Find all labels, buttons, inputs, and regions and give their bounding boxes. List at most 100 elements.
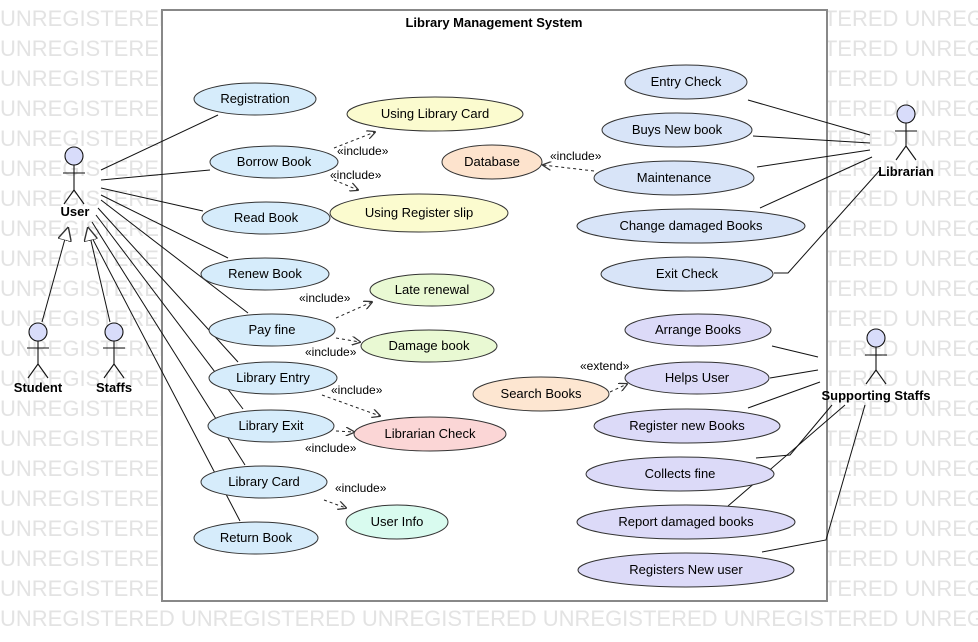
uc-using-register-slip[interactable]: Using Register slip xyxy=(329,193,509,233)
svg-text:Registers New user: Registers New user xyxy=(629,562,743,577)
svg-text:Search Books: Search Books xyxy=(501,386,582,401)
stereo-include-4: «include» xyxy=(299,291,351,305)
uc-report-damaged-books[interactable]: Report damaged books xyxy=(576,504,796,540)
actor-librarian-label: Librarian xyxy=(878,164,934,179)
svg-text:Arrange Books: Arrange Books xyxy=(655,322,741,337)
dep-entry-librarian-check xyxy=(321,394,380,416)
uc-database[interactable]: Database xyxy=(441,144,543,180)
stereo-include-3: «include» xyxy=(550,149,602,163)
svg-text:Database: Database xyxy=(464,154,520,169)
uc-entry-check[interactable]: Entry Check xyxy=(624,64,748,100)
uc-register-new-books[interactable]: Register new Books xyxy=(593,408,781,444)
actor-supporting-staffs-head xyxy=(866,328,886,348)
svg-text:User Info: User Info xyxy=(371,514,424,529)
svg-text:Exit Check: Exit Check xyxy=(656,266,719,281)
assoc-staff-collects-fine xyxy=(755,404,833,459)
svg-text:Damage book: Damage book xyxy=(389,338,470,353)
svg-text:Register new Books: Register new Books xyxy=(629,418,745,433)
stereo-include-2: «include» xyxy=(330,168,382,182)
svg-text:Change damaged Books: Change damaged Books xyxy=(619,218,763,233)
uc-collects-fine[interactable]: Collects fine xyxy=(585,456,775,492)
uc-library-entry[interactable]: Library Entry xyxy=(208,361,338,395)
stereo-include-5: «include» xyxy=(305,345,357,359)
svg-text:Librarian Check: Librarian Check xyxy=(384,426,476,441)
system-title: Library Management System xyxy=(405,15,582,30)
uc-change-damaged-books[interactable]: Change damaged Books xyxy=(576,208,806,244)
uc-pay-fine[interactable]: Pay fine xyxy=(208,313,336,347)
uc-buys-new-book[interactable]: Buys New book xyxy=(601,112,753,148)
actor-student[interactable] xyxy=(27,322,49,379)
uc-late-renewal[interactable]: Late renewal xyxy=(369,273,495,307)
actor-supporting-staffs-label: Supporting Staffs xyxy=(821,388,930,403)
included-use-cases: Using Library Card Using Register slip L… xyxy=(329,96,610,540)
actor-supporting-staffs[interactable] xyxy=(865,328,887,385)
stereo-include-1: «include» xyxy=(337,144,389,158)
dep-maintenance-database xyxy=(543,165,595,172)
assoc-librarian-change-damaged xyxy=(759,156,873,209)
uc-registers-new-user[interactable]: Registers New user xyxy=(577,552,795,588)
assoc-user-pay-fine xyxy=(100,199,249,314)
uc-damage-book[interactable]: Damage book xyxy=(360,329,498,363)
uc-exit-check[interactable]: Exit Check xyxy=(600,256,774,292)
librarian-associations xyxy=(747,99,881,274)
actor-user[interactable] xyxy=(63,146,85,205)
svg-text:Pay fine: Pay fine xyxy=(249,322,296,337)
actor-student-label: Student xyxy=(14,380,63,395)
svg-text:Helps User: Helps User xyxy=(665,370,730,385)
dep-payfine-damage-book xyxy=(335,338,360,342)
svg-text:Entry Check: Entry Check xyxy=(651,74,722,89)
dep-card-user-info xyxy=(323,499,346,508)
dependencies xyxy=(321,132,627,508)
uc-return-book[interactable]: Return Book xyxy=(193,521,319,555)
uc-renew-book[interactable]: Renew Book xyxy=(200,257,330,291)
svg-text:Return Book: Return Book xyxy=(220,530,293,545)
stereo-include-8: «include» xyxy=(335,481,387,495)
assoc-staff-report-damaged xyxy=(727,404,846,507)
uc-registration[interactable]: Registration xyxy=(193,82,317,116)
stereo-extend-1: «extend» xyxy=(580,359,630,373)
uc-read-book[interactable]: Read Book xyxy=(201,201,331,235)
svg-text:Using Register slip: Using Register slip xyxy=(365,205,473,220)
dep-payfine-late-renewal xyxy=(335,302,372,319)
svg-text:Collects fine: Collects fine xyxy=(645,466,716,481)
actor-student-head xyxy=(28,322,48,342)
uc-librarian-check[interactable]: Librarian Check xyxy=(353,416,507,452)
uc-search-books[interactable]: Search Books xyxy=(472,376,610,412)
assoc-staff-registers-new-user xyxy=(761,404,866,553)
librarian-use-cases: Entry Check Buys New book Maintenance Ch… xyxy=(576,64,806,292)
stereo-include-6: «include» xyxy=(331,383,383,397)
assoc-librarian-entry-check xyxy=(747,99,871,136)
svg-text:Late renewal: Late renewal xyxy=(395,282,470,297)
stereo-include-7: «include» xyxy=(305,441,357,455)
gen-student-user xyxy=(41,228,68,323)
assoc-staff-helps-user xyxy=(769,369,819,379)
actors xyxy=(27,104,917,385)
user-use-cases: Registration Borrow Book Read Book Renew… xyxy=(193,82,339,555)
svg-text:Registration: Registration xyxy=(220,91,289,106)
svg-text:Read Book: Read Book xyxy=(234,210,299,225)
svg-text:Borrow Book: Borrow Book xyxy=(237,154,312,169)
actor-staffs-head xyxy=(104,322,124,342)
uc-library-exit[interactable]: Library Exit xyxy=(207,409,335,443)
svg-text:Library Exit: Library Exit xyxy=(238,418,303,433)
uc-arrange-books[interactable]: Arrange Books xyxy=(624,313,772,347)
actor-staffs[interactable] xyxy=(103,322,125,379)
uc-borrow-book[interactable]: Borrow Book xyxy=(209,145,339,179)
svg-text:Maintenance: Maintenance xyxy=(637,170,711,185)
uc-maintenance[interactable]: Maintenance xyxy=(593,160,755,196)
svg-text:Report damaged books: Report damaged books xyxy=(618,514,754,529)
actor-librarian-head xyxy=(896,104,916,124)
gen-staffs-user xyxy=(88,228,111,323)
uc-user-info[interactable]: User Info xyxy=(345,504,449,540)
uc-using-library-card[interactable]: Using Library Card xyxy=(346,96,524,132)
uc-helps-user[interactable]: Helps User xyxy=(624,361,770,395)
uc-library-card[interactable]: Library Card xyxy=(200,465,328,499)
svg-text:Library Card: Library Card xyxy=(228,474,300,489)
dep-borrow-using-card xyxy=(333,132,375,149)
watermark-text: UNREGISTERED UNREGISTERED UNREGISTERED U… xyxy=(0,606,978,631)
svg-text:Buys New book: Buys New book xyxy=(632,122,723,137)
actor-librarian[interactable] xyxy=(895,104,917,161)
svg-text:Using Library Card: Using Library Card xyxy=(381,106,489,121)
stereotype-labels: «include» «include» «include» «include» … xyxy=(299,144,630,495)
